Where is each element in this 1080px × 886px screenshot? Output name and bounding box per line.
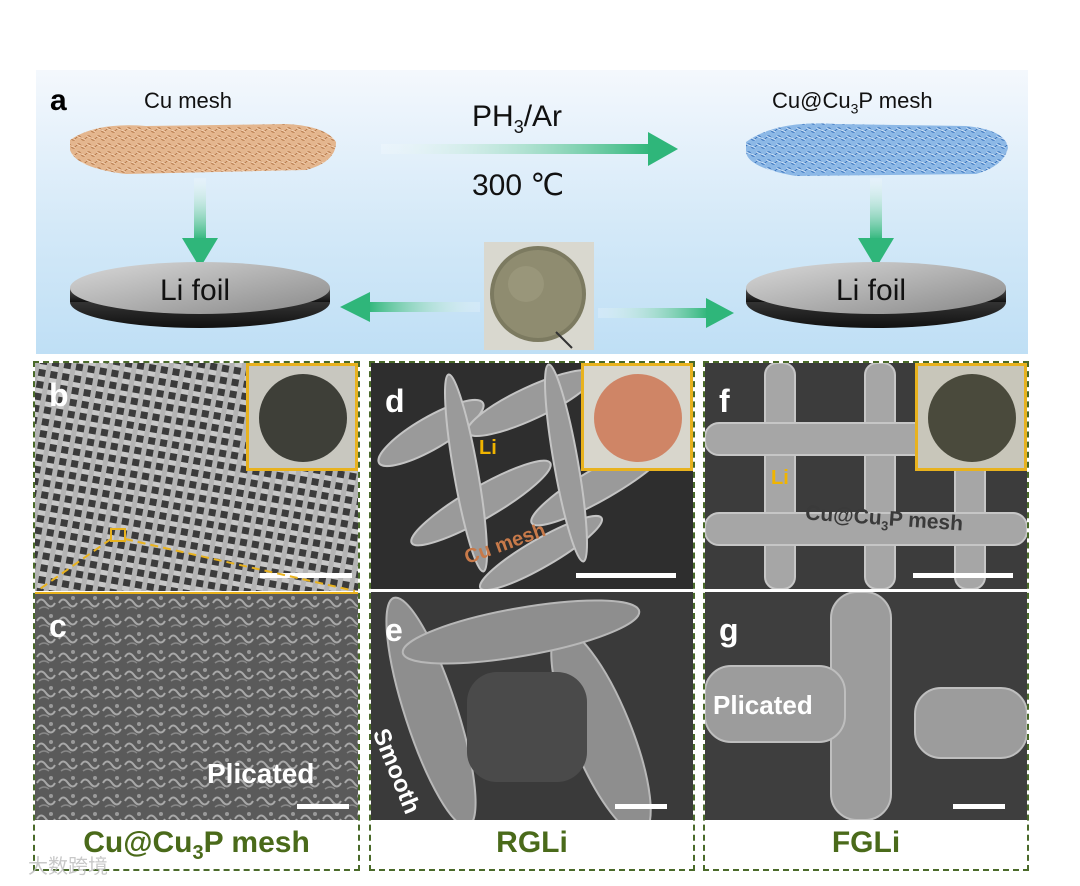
cu3p-mesh-label: Cu@Cu3P mesh <box>772 88 933 117</box>
panel-label-d: d <box>385 383 405 419</box>
frame-right <box>703 361 1029 871</box>
scale-bar-f <box>913 573 1013 578</box>
panel-b-inset-photo <box>246 363 358 471</box>
panel-c-sem: c Plicated <box>35 592 358 820</box>
panel-f-sem: f Li Cu@Cu3P mesh <box>705 363 1027 589</box>
li-foil-left-label: Li foil <box>160 274 231 307</box>
panel-d-sem: d Li Cu mesh <box>371 363 693 589</box>
li-foil-right-label: Li foil <box>836 274 907 307</box>
panel-d-image <box>371 363 693 589</box>
scale-bar-e <box>615 804 667 809</box>
caption-right: FGLi <box>831 826 901 859</box>
panel-label-b: b <box>49 377 69 413</box>
reaction-arrow <box>381 132 678 166</box>
panel-c-image <box>35 594 358 820</box>
frame-middle <box>369 361 695 871</box>
cu3p-mesh-illustration <box>746 123 1008 176</box>
panel-f-inset-photo <box>915 363 1027 471</box>
li-foil-left-disk <box>70 262 330 328</box>
electrode-photo <box>484 242 594 350</box>
temperature-label: 300 ℃ <box>472 169 565 202</box>
zoom-lines <box>36 528 356 592</box>
gas-label: PH3/Ar <box>472 100 563 137</box>
caption-middle: RGLi <box>496 826 568 859</box>
scale-bar-c <box>297 804 349 809</box>
panel-b-sem: b <box>35 363 358 591</box>
panel-label-e: e <box>385 612 403 648</box>
panel-a-schematic: a Cu mesh Cu@Cu3P mesh PH3/Ar 300 ℃ Li f… <box>36 70 1028 354</box>
panel-label-g: g <box>719 612 739 648</box>
li-foil-right-disk <box>746 262 1006 328</box>
right-arrow-bottom <box>598 298 734 328</box>
panel-d-inset-photo <box>581 363 693 471</box>
panel-g-sem: g Plicated <box>705 592 1027 820</box>
panel-e-sem: e Smooth <box>371 592 693 820</box>
schematic-graphics <box>70 123 1008 350</box>
li-label-f: Li <box>771 467 789 489</box>
panel-e-image <box>371 592 693 820</box>
caption-left: Cu@Cu3P mesh <box>83 826 310 864</box>
li-label-d: Li <box>479 437 497 459</box>
down-arrow-right <box>858 178 894 268</box>
scale-bar-g <box>953 804 1005 809</box>
panel-g-image <box>705 592 1027 820</box>
plicated-label-g: Plicated <box>713 690 813 720</box>
cu-mesh-label: Cu mesh <box>144 88 233 113</box>
cu-mesh-illustration <box>70 124 336 174</box>
down-arrow-left <box>182 178 218 268</box>
scale-bar-d <box>576 573 676 578</box>
plicated-label-c: Plicated <box>207 758 315 789</box>
left-arrow-bottom <box>340 292 480 322</box>
watermark: 大数跨境 <box>28 856 108 878</box>
panel-label-f: f <box>719 383 730 419</box>
panel-label-a: a <box>50 84 67 117</box>
frame-left <box>33 361 360 871</box>
scale-bar-b <box>260 573 352 578</box>
panel-label-c: c <box>49 608 67 644</box>
